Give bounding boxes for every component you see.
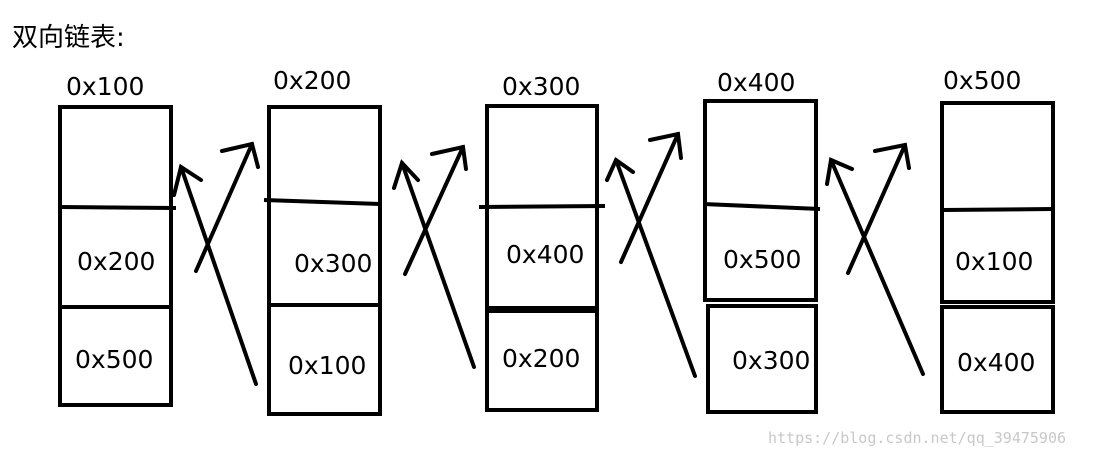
arrow-line (179, 165, 258, 386)
node-divider (263, 198, 381, 206)
arrow-line (846, 143, 907, 275)
node-next-pointer: 0x200 (77, 247, 155, 276)
next-arrow (403, 144, 468, 276)
node-prev-pointer: 0x200 (502, 344, 580, 373)
arrow-line (829, 158, 925, 376)
node-next-pointer: 0x400 (506, 240, 584, 269)
node-box (940, 305, 1055, 414)
arrow-head-icon (392, 159, 420, 190)
node-address: 0x300 (502, 72, 580, 101)
arrow-head-icon (220, 141, 260, 169)
node-address: 0x100 (66, 72, 144, 101)
next-arrow (846, 142, 911, 275)
node-divider (59, 205, 177, 210)
arrow-head-icon (825, 157, 854, 186)
node-box (58, 105, 173, 407)
node-box (706, 304, 818, 414)
node-next-pointer: 0x300 (294, 249, 372, 278)
node-address: 0x400 (717, 68, 795, 97)
arrow-head-icon (172, 163, 203, 197)
node-next-pointer: 0x100 (955, 247, 1033, 276)
node-divider (702, 202, 821, 211)
list-node: 0x400 0x500 0x300 (702, 68, 821, 414)
node-address: 0x200 (273, 66, 351, 95)
node-divider (941, 207, 1054, 212)
node-address: 0x500 (943, 66, 1021, 95)
arrow-line (403, 145, 465, 276)
node-box (940, 101, 1055, 304)
arrow-head-icon (873, 142, 911, 170)
list-node: 0x500 0x100 0x400 (940, 66, 1055, 414)
watermark: https://blog.csdn.net/qq_39475906 (768, 429, 1066, 447)
list-node: 0x200 0x300 0x100 (263, 66, 382, 416)
list-node: 0x300 0x400 0x200 (478, 72, 606, 412)
prev-arrow (172, 163, 258, 386)
arrow-line (619, 132, 680, 264)
arrow-line (614, 158, 697, 378)
prev-arrow (392, 159, 476, 369)
node-box (703, 99, 818, 302)
node-prev-pointer: 0x400 (957, 348, 1035, 377)
node-box (485, 104, 599, 412)
node-next-pointer: 0x500 (723, 245, 801, 274)
node-divider (487, 306, 597, 313)
prev-arrow (605, 156, 697, 378)
node-prev-pointer: 0x100 (288, 351, 366, 380)
prev-arrow (825, 157, 925, 376)
arrow-line (194, 142, 254, 273)
node-prev-pointer: 0x500 (75, 345, 153, 374)
arrow-head-icon (430, 144, 468, 171)
arrow-line (400, 161, 476, 369)
list-node: 0x100 0x200 0x500 (58, 72, 177, 407)
node-prev-pointer: 0x300 (732, 346, 810, 375)
arrow-head-icon (605, 156, 635, 182)
next-arrow (194, 141, 260, 273)
arrow-head-icon (648, 131, 683, 160)
diagram-title: 双向链表: (12, 23, 125, 53)
node-box (267, 105, 382, 416)
next-arrow (619, 131, 683, 264)
node-divider (478, 204, 606, 209)
